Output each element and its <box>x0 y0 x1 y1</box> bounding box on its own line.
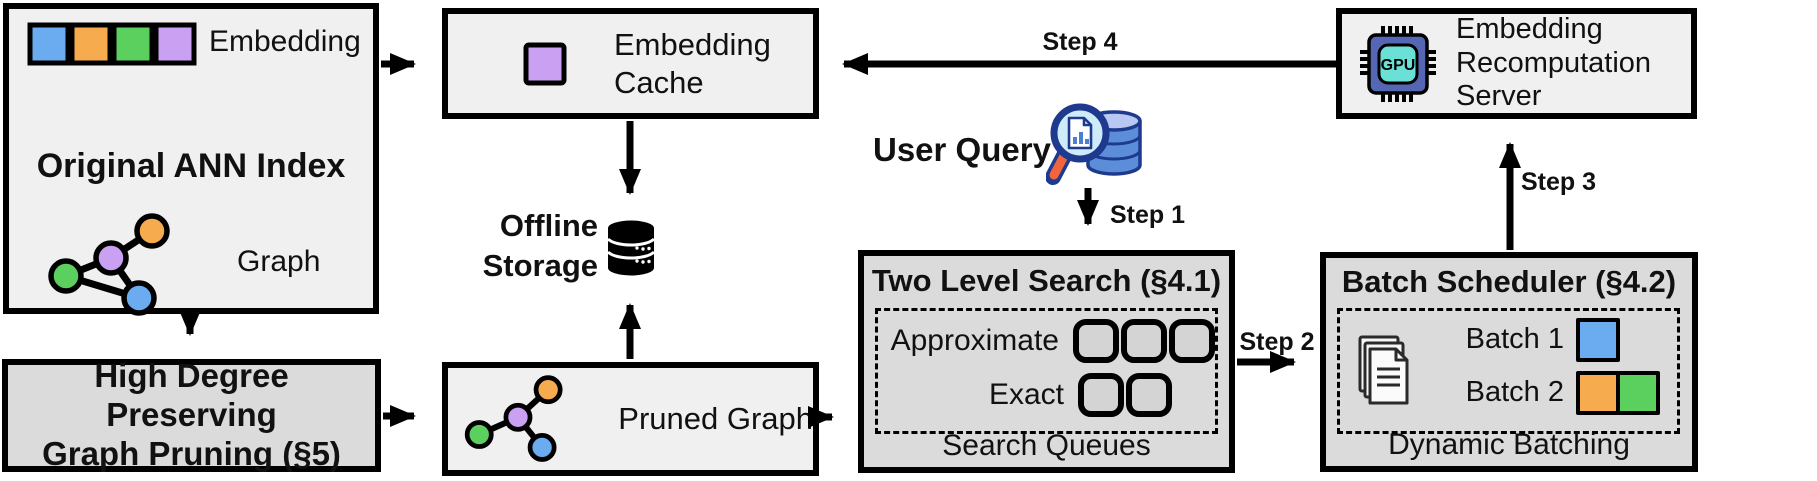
original-ann-index-box: Embedding Original ANN Index Graph <box>3 3 379 316</box>
dynamic-batching-panel: Batch 1 Batch 2 <box>1337 308 1680 434</box>
exact-queue-row: Exact <box>878 370 1215 420</box>
graph-pruning-line2: Graph Pruning (§5) <box>42 434 341 472</box>
pruned-graph-box: Pruned Graph <box>442 362 819 476</box>
pruned-graph-label: Pruned Graph <box>618 401 813 436</box>
server-line1: Embedding <box>1456 12 1603 45</box>
batch1-embeddings <box>1576 317 1620 362</box>
ann-index-title: Original ANN Index <box>36 147 346 185</box>
step2-label: Step 2 <box>1239 328 1315 356</box>
dynamic-batching-footer: Dynamic Batching <box>1388 428 1630 461</box>
gpu-icon: GPU <box>1360 25 1436 102</box>
offline-storage-line1: Offline <box>499 208 598 243</box>
batch1-swatch <box>1580 321 1616 358</box>
step4-label: Step 4 <box>1042 28 1118 56</box>
server-line3: Server <box>1456 80 1542 113</box>
batch2-label: Batch 2 <box>1465 376 1564 408</box>
batch2-swatch-orange <box>1580 374 1616 411</box>
batch2-embeddings <box>1576 370 1660 415</box>
embedding-label: Embedding <box>209 25 361 58</box>
query-documents-icon <box>1358 335 1409 405</box>
queue-slot <box>1126 373 1172 417</box>
embedding-cache-box: Embedding Cache <box>442 8 819 119</box>
batch-scheduler-box: Batch Scheduler (§4.2) Batch 1 <box>1320 252 1698 472</box>
two-level-search-title: Two Level Search (§4.1) <box>871 263 1222 298</box>
approximate-label: Approximate <box>890 324 1059 357</box>
offline-storage-label: Offline Storage <box>420 206 598 285</box>
recomputation-server-box: GPU Embedding Recomputation Server <box>1336 8 1697 119</box>
pruned-graph-icon <box>464 375 563 462</box>
graph-pruning-box: High Degree Preserving Graph Pruning (§5… <box>2 357 381 472</box>
cached-embedding-icon <box>523 42 567 85</box>
queue-slot <box>1121 319 1167 363</box>
embedding-cache-line2: Cache <box>614 64 704 100</box>
server-line2: Recomputation <box>1456 46 1652 79</box>
search-queues-footer: Search Queues <box>942 429 1151 462</box>
graph-label: Graph <box>237 245 321 278</box>
user-query-icon <box>1046 103 1142 185</box>
graph-icon <box>48 213 170 316</box>
batch1-label: Batch 1 <box>1465 323 1564 355</box>
graph-pruning-line1: High Degree Preserving <box>94 357 289 434</box>
queue-slot <box>1169 319 1215 363</box>
batch2-swatch-green <box>1620 374 1656 411</box>
queue-slot <box>1078 373 1124 417</box>
embedding-vector-icon <box>27 22 197 66</box>
exact-label: Exact <box>988 378 1064 411</box>
batch1-row: Batch 1 <box>1436 317 1660 362</box>
offline-storage-database-icon <box>606 220 656 276</box>
batch-scheduler-title: Batch Scheduler (§4.2) <box>1341 264 1677 299</box>
offline-storage-line2: Storage <box>482 247 598 283</box>
step1-label: Step 1 <box>1110 201 1186 229</box>
batch2-row: Batch 2 <box>1436 370 1660 415</box>
step3-label: Step 3 <box>1521 168 1597 196</box>
gpu-label: GPU <box>1381 57 1416 74</box>
queue-slot <box>1073 319 1119 363</box>
search-queues-panel: Approximate Exact <box>875 308 1218 434</box>
user-query-label: User Query <box>873 131 1051 168</box>
approximate-queue-row: Approximate <box>878 316 1215 366</box>
embedding-cache-line1: Embedding <box>614 27 771 63</box>
two-level-search-box: Two Level Search (§4.1) Approximate Exac… <box>858 250 1235 473</box>
